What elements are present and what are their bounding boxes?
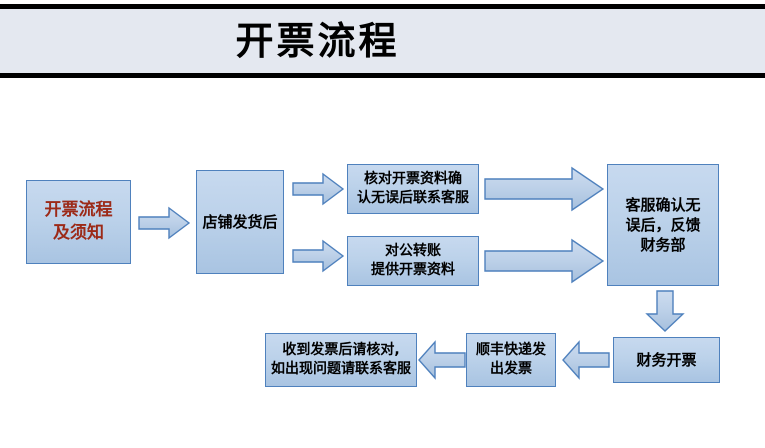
arrow-left-icon-express-to-receive [418,340,466,380]
flow-node-start[interactable]: 开票流程 及须知 [26,180,131,264]
flow-node-verify-label: 核对开票资料确 认无误后联系客服 [357,171,469,206]
arrow-left-icon-finance-to-express [562,340,610,380]
arrow-right-icon-start-to-shipped [138,206,190,240]
flow-node-finance[interactable]: 财务开票 [613,337,720,383]
flow-node-receive-label: 收到发票后请核对, 如出现问题请联系客服 [271,342,411,377]
flow-node-confirm[interactable]: 客服确认无 误后，反馈 财务部 [607,164,719,286]
flow-node-shipped-label: 店铺发货后 [202,212,278,231]
arrow-right-icon-shipped-to-verify [292,172,344,206]
flow-node-shipped[interactable]: 店铺发货后 [196,170,284,274]
flowchart-canvas: 开票流程 及须知 店铺发货后 核对开票资料确 认无误后联系客服 对公转账 提供开… [0,84,765,448]
flow-node-transfer[interactable]: 对公转账 提供开票资料 [347,236,479,286]
flow-node-receive[interactable]: 收到发票后请核对, 如出现问题请联系客服 [265,333,417,387]
arrow-down-icon-confirm-to-finance [645,290,685,332]
flow-node-transfer-label: 对公转账 提供开票资料 [371,243,455,278]
arrow-right-icon-verify-to-confirm [484,166,604,212]
page-title: 开票流程 [235,19,400,63]
flow-node-express[interactable]: 顺丰快递发 出发票 [466,333,556,387]
flow-node-verify[interactable]: 核对开票资料确 认无误后联系客服 [347,164,479,214]
arrow-right-icon-shipped-to-transfer [292,239,344,273]
arrow-right-icon-transfer-to-confirm [484,238,604,284]
flow-node-confirm-label: 客服确认无 误后，反馈 财务部 [625,195,701,255]
header-banner: 开票流程 [0,4,765,78]
flow-node-express-label: 顺丰快递发 出发票 [476,342,546,377]
flow-node-finance-label: 财务开票 [636,350,697,369]
flow-node-start-label: 开票流程 及须知 [44,200,113,243]
